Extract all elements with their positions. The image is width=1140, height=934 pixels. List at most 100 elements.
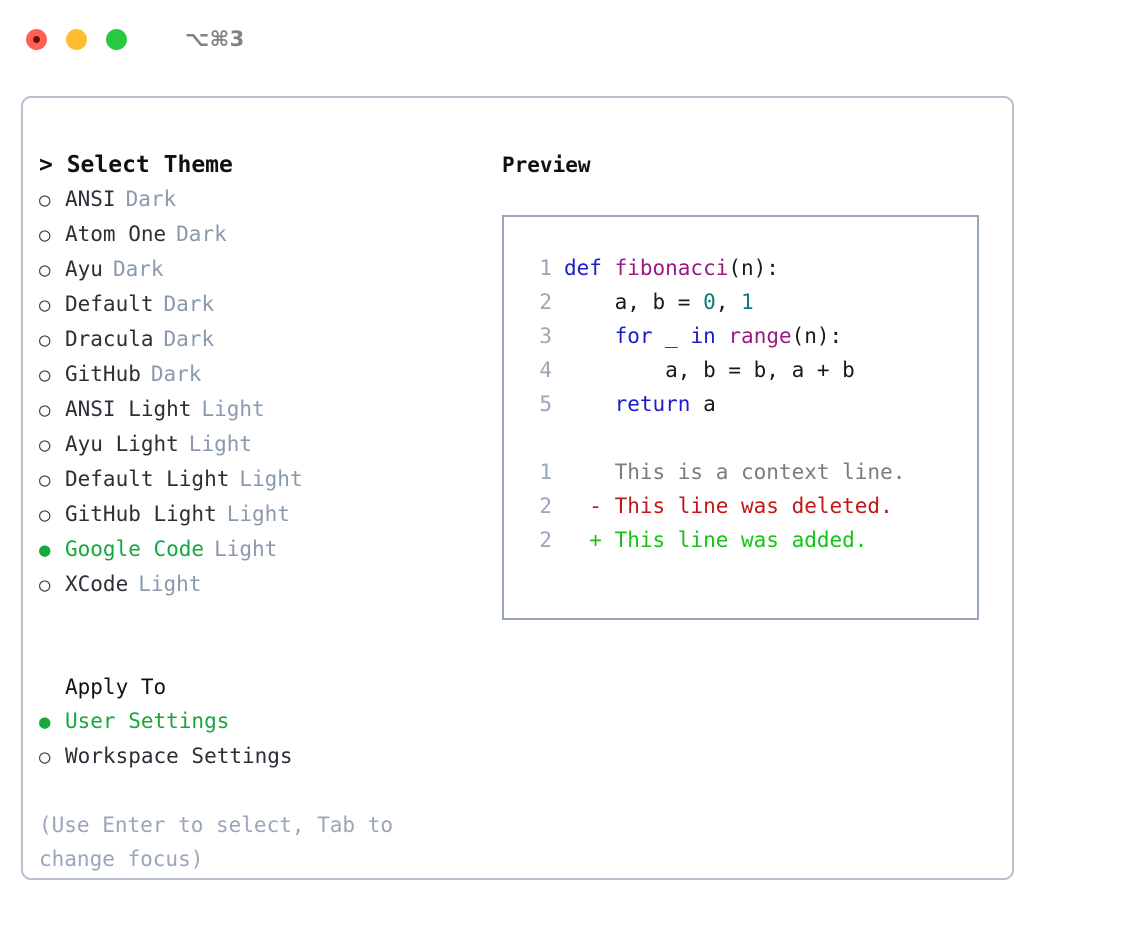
theme-name-label: GitHub xyxy=(65,362,141,386)
apply-to-header: Apply To xyxy=(65,675,167,699)
radio-unselected-icon: ○ xyxy=(39,189,51,211)
diff-line: 1 This is a context line. xyxy=(518,455,977,489)
code-token: (n): xyxy=(791,324,843,348)
theme-variant-tag: Light xyxy=(239,467,303,491)
code-text: def fibonacci(n): xyxy=(564,251,779,285)
line-number: 2 xyxy=(539,494,552,518)
code-line: 5 return a xyxy=(518,387,977,421)
theme-variant-tag: Light xyxy=(214,537,278,561)
maximize-button[interactable] xyxy=(106,28,127,50)
radio-unselected-icon: ○ xyxy=(39,259,51,281)
theme-list-item[interactable]: ○ Dracula Dark xyxy=(39,322,499,357)
theme-variant-tag: Light xyxy=(188,432,253,456)
radio-unselected-icon: ○ xyxy=(39,434,51,456)
close-button[interactable] xyxy=(26,28,47,50)
diff-text: + This line was added. xyxy=(564,528,868,552)
code-token xyxy=(564,392,615,416)
keyboard-shortcut-label: ⌥⌘3 xyxy=(185,27,245,51)
theme-name-label: Dracula xyxy=(65,327,154,351)
code-token: fibonacci xyxy=(614,256,729,280)
theme-list-item[interactable]: ● Google Code Light xyxy=(39,532,499,567)
diff-text: - This line was deleted. xyxy=(564,494,893,518)
theme-name-label: Default Light xyxy=(65,467,230,491)
code-token xyxy=(716,324,729,348)
code-text: a, b = b, a + b xyxy=(564,353,855,387)
radio-unselected-icon: ○ xyxy=(39,504,51,526)
theme-name-label: Ayu Light xyxy=(65,432,179,456)
radio-unselected-icon: ○ xyxy=(39,746,51,768)
apply-to-option[interactable]: ○ Workspace Settings xyxy=(39,739,499,774)
theme-list-item[interactable]: ○ ANSI Light Light xyxy=(39,392,499,427)
code-line: 4 a, b = b, a + b xyxy=(518,353,977,387)
code-token: , xyxy=(715,290,742,314)
theme-name-label: Google Code xyxy=(65,537,205,561)
theme-variant-tag: Dark xyxy=(163,327,215,351)
theme-name-label: XCode xyxy=(65,572,129,596)
apply-to-option[interactable]: ●User Settings xyxy=(39,704,499,739)
radio-unselected-icon: ○ xyxy=(39,329,51,351)
code-token: 0 xyxy=(703,290,716,314)
diff-sample: 1 This is a context line.2 - This line w… xyxy=(518,455,977,557)
code-text: return a xyxy=(564,387,716,421)
title-bar: ⌥⌘3 xyxy=(0,0,1140,78)
theme-list-item[interactable]: ○ GitHub Dark xyxy=(39,357,499,392)
theme-name-label: Atom One xyxy=(65,222,167,246)
theme-name-label: ANSI xyxy=(65,187,116,211)
apply-to-list: ●User Settings ○ Workspace Settings xyxy=(39,704,499,774)
line-number: 1 xyxy=(539,460,552,484)
code-token: _ xyxy=(652,324,691,348)
theme-list-item[interactable]: ○ Atom One Dark xyxy=(39,217,499,252)
code-token: def xyxy=(564,256,615,280)
line-number: 2 xyxy=(539,528,552,552)
minimize-button[interactable] xyxy=(66,28,87,50)
diff-line: 2 + This line was added. xyxy=(518,523,977,557)
radio-unselected-icon: ○ xyxy=(39,399,51,421)
code-text: for _ in range(n): xyxy=(564,319,843,353)
line-number: 1 xyxy=(539,256,552,280)
code-line: 2 a, b = 0, 1 xyxy=(518,285,977,319)
code-token: return xyxy=(614,392,691,416)
theme-variant-tag: Dark xyxy=(150,362,202,386)
code-text: a, b = 0, 1 xyxy=(564,285,754,319)
theme-variant-tag: Dark xyxy=(176,222,227,246)
diff-text: This is a context line. xyxy=(564,460,906,484)
theme-variant-tag: Dark xyxy=(163,292,215,316)
radio-selected-icon: ● xyxy=(39,539,51,561)
theme-name-label: Ayu xyxy=(65,257,103,281)
apply-to-label: Workspace Settings xyxy=(65,744,293,768)
code-token: in xyxy=(690,324,716,348)
window-controls xyxy=(26,28,127,50)
theme-name-label: Default xyxy=(65,292,154,316)
radio-unselected-icon: ○ xyxy=(39,224,51,246)
code-token: 1 xyxy=(741,290,754,314)
theme-variant-tag: Light xyxy=(201,397,265,421)
theme-name-label: ANSI Light xyxy=(65,397,192,421)
radio-unselected-icon: ○ xyxy=(39,364,51,386)
code-token xyxy=(564,324,615,348)
theme-list-item[interactable]: ○ Ayu Dark xyxy=(39,252,499,287)
spacer xyxy=(518,421,977,455)
code-token: a, b = xyxy=(564,290,704,314)
code-line: 3 for _ in range(n): xyxy=(518,319,977,353)
line-number: 5 xyxy=(539,392,552,416)
code-token: for xyxy=(614,324,653,348)
line-number: 2 xyxy=(539,290,552,314)
theme-variant-tag: Dark xyxy=(112,257,164,281)
apply-to-label: User Settings xyxy=(65,709,230,733)
theme-list-item[interactable]: ○ Ayu Light Light xyxy=(39,427,499,462)
theme-variant-tag: Light xyxy=(226,502,290,526)
select-theme-header: > Select Theme xyxy=(39,152,233,178)
code-token: a xyxy=(690,392,716,416)
line-number: 3 xyxy=(539,324,552,348)
diff-line: 2 - This line was deleted. xyxy=(518,489,977,523)
